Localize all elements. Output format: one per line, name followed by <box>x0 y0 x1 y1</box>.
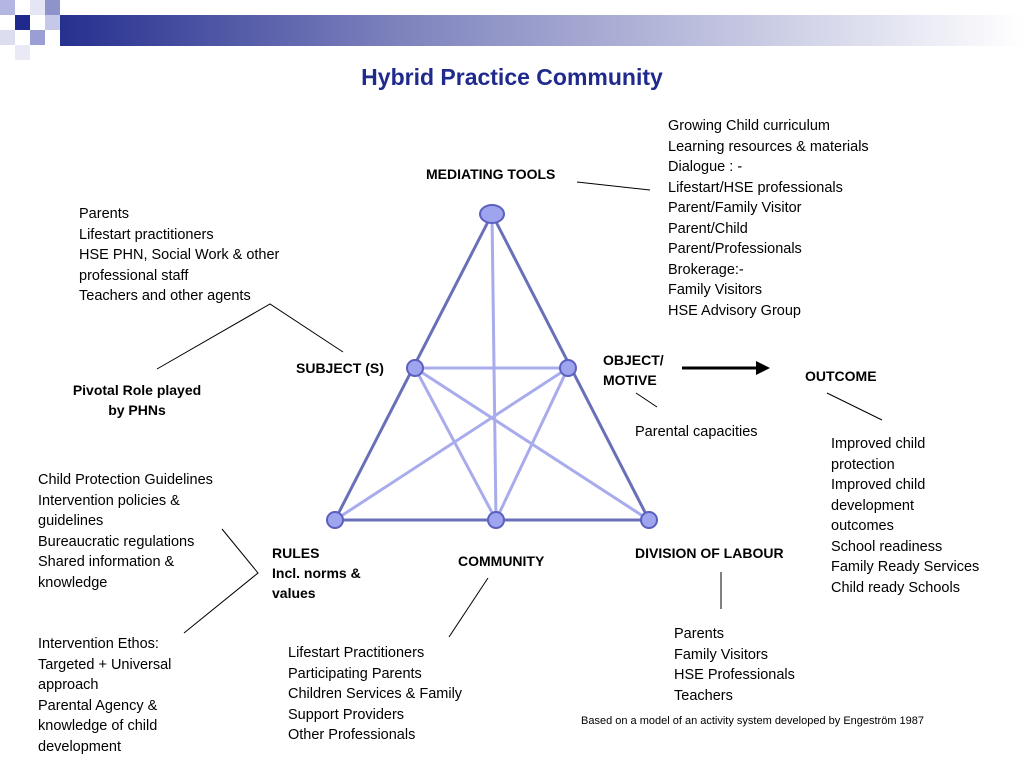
pivotal-role-label: Pivotal Role played by PHNs <box>72 382 202 418</box>
node-community <box>487 511 505 529</box>
list-item: School readiness <box>831 538 943 555</box>
list-item: Bureaucratic regulations <box>38 533 195 550</box>
list-item: Learning resources & materials <box>668 138 869 155</box>
node-rules <box>326 511 344 529</box>
list-item: development <box>38 738 122 755</box>
list-item: Parental Agency & <box>38 697 158 714</box>
list-item: guidelines <box>38 513 104 529</box>
subject-label: SUBJECT (S) <box>296 360 384 376</box>
list-item: HSE Professionals <box>674 667 795 683</box>
object-motive-label: OBJECT/ MOTIVE <box>603 352 664 388</box>
list-item: Dialogue : - <box>668 159 743 175</box>
node-division-of-labour <box>640 511 658 529</box>
list-item: HSE Advisory Group <box>668 302 801 319</box>
list-item: development <box>831 497 915 514</box>
list-item: Child ready Schools <box>831 579 960 596</box>
list-item: Family Visitors <box>674 646 768 663</box>
node-mediating-tools <box>479 204 505 224</box>
community-label: COMMUNITY <box>458 553 545 569</box>
object-text: Parental capacities <box>635 424 758 440</box>
list-item: Intervention Ethos: <box>38 636 159 652</box>
list-item: Improved child <box>831 436 926 452</box>
list-item: Parent/Professionals <box>668 241 802 257</box>
list-item: Intervention policies & <box>38 492 180 509</box>
list-item: Child Protection Guidelines <box>38 472 213 488</box>
list-item: Shared information & <box>38 554 175 570</box>
list-item: protection <box>831 456 895 473</box>
node-object <box>559 359 577 377</box>
list-item: approach <box>38 677 99 693</box>
list-item: Lifestart Practitioners <box>288 645 425 661</box>
list-item: Teachers <box>674 687 733 704</box>
list-item: Lifestart/HSE professionals <box>668 179 843 196</box>
list-item: Support Providers <box>288 706 405 723</box>
list-item: knowledge of child <box>38 718 158 734</box>
outcome-label: OUTCOME <box>805 368 877 384</box>
right-arrow-icon <box>682 361 770 375</box>
mediating-tools-label: MEDIATING TOOLS <box>426 166 556 182</box>
annotation-lines <box>156 181 883 638</box>
rules-list-a: Child Protection Guidelines Intervention… <box>38 470 213 593</box>
list-item: Lifestart practitioners <box>79 226 214 243</box>
list-item: Parents <box>79 206 129 222</box>
list-item: outcomes <box>831 518 894 534</box>
division-of-labour-label: DIVISION OF LABOUR <box>635 545 784 561</box>
source-note: Based on a model of an activity system d… <box>581 715 925 727</box>
rules-label: RULES Incl. norms & values <box>272 545 361 601</box>
list-item: knowledge <box>38 574 108 591</box>
list-item: Other Professionals <box>288 727 416 743</box>
list-item: Participating Parents <box>288 665 422 682</box>
list-item: Parent/Child <box>668 220 748 237</box>
list-item: Teachers and other agents <box>79 288 251 304</box>
decorative-squares-icon <box>0 0 60 60</box>
list-item: Family Ready Services <box>831 559 980 575</box>
list-item: Parents <box>674 626 724 642</box>
header-gradient-bar <box>60 15 1024 46</box>
page-title: Hybrid Practice Community <box>361 64 663 90</box>
header-decoration <box>0 0 1024 60</box>
list-item: Family Visitors <box>668 282 762 298</box>
list-item: Parent/Family Visitor <box>668 200 802 216</box>
list-item: Brokerage:- <box>668 261 744 278</box>
list-item: Improved child <box>831 477 926 493</box>
subject-list: Parents Lifestart practitioners HSE PHN,… <box>79 204 279 307</box>
mediating-tools-list: Growing Child curriculum Learning resour… <box>668 116 869 321</box>
list-item: HSE PHN, Social Work & other <box>79 247 280 263</box>
list-item: professional staff <box>79 267 189 284</box>
list-item: Growing Child curriculum <box>668 118 830 134</box>
outcome-list: Improved child protection Improved child… <box>831 434 979 598</box>
node-subject <box>406 359 424 377</box>
community-list: Lifestart Practitioners Participating Pa… <box>288 643 462 746</box>
inner-connector-lines <box>334 213 650 522</box>
division-list: Parents Family Visitors HSE Professional… <box>674 624 795 706</box>
list-item: Targeted + Universal <box>38 656 172 673</box>
rules-list-b: Intervention Ethos: Targeted + Universal… <box>38 634 171 757</box>
list-item: Children Services & Family <box>288 686 463 702</box>
